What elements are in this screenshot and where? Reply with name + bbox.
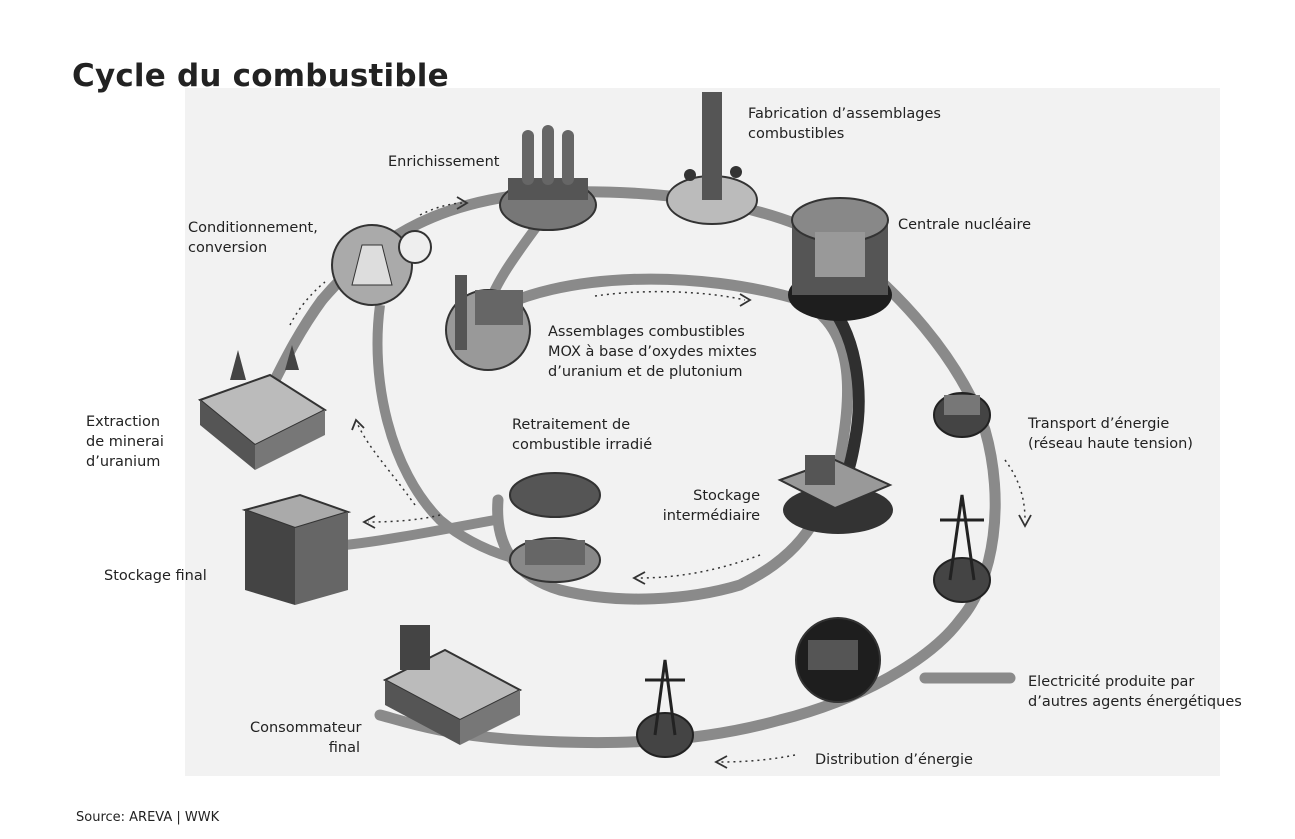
pylon-station-icon bbox=[933, 494, 991, 603]
transport-station-icon bbox=[933, 392, 991, 438]
arrowhead-mox bbox=[739, 293, 752, 307]
flow-arrow-reprocessing-mining bbox=[357, 424, 416, 506]
arrowhead-enrichment bbox=[456, 196, 469, 210]
conversion-station-icon bbox=[331, 224, 432, 306]
label-enrichment: Enrichissement bbox=[388, 154, 500, 170]
end-consumer-station-icon bbox=[382, 625, 523, 745]
page-title: Cycle du combustible bbox=[72, 58, 449, 94]
flow-arrow-distribution-consumer bbox=[719, 754, 796, 763]
flow-arrows bbox=[289, 202, 1026, 763]
label-reprocessing: Retraitement de combustible irradié bbox=[512, 417, 653, 453]
flow-arrow-transport-distribution bbox=[1004, 459, 1026, 521]
flow-arrow-mining-conversion bbox=[289, 281, 326, 326]
fuel-fabrication-station-icon bbox=[666, 92, 758, 225]
outer-ring-left-arc bbox=[269, 294, 328, 386]
label-mining: Extraction de minerai d’uranium bbox=[86, 414, 164, 470]
flow-arrow-to-final-storage bbox=[367, 514, 441, 523]
label-interim-storage: Stockage intermédiaire bbox=[662, 488, 760, 524]
label-fuel-fabrication: Fabrication d’assemblages combustibles bbox=[748, 106, 941, 142]
arrowhead-mining bbox=[351, 418, 365, 431]
arrowheads bbox=[351, 196, 1032, 769]
connector-to-final-storage bbox=[344, 515, 496, 550]
label-other-electricity: Electricité produite par d’autres agents… bbox=[1028, 674, 1242, 710]
arrowhead-transport bbox=[1018, 514, 1032, 528]
enrichment-station-icon bbox=[499, 125, 597, 231]
label-end-consumer: Consommateur final bbox=[250, 720, 362, 756]
arrowhead-reprocessing bbox=[632, 571, 646, 585]
mining-station-icon bbox=[197, 345, 328, 470]
arrowhead-final-storage bbox=[362, 515, 376, 529]
reprocessing-station-icon bbox=[509, 472, 601, 583]
control-room-station-icon bbox=[795, 617, 881, 703]
nuclear-plant-station-icon bbox=[788, 197, 892, 321]
mox-station-icon bbox=[445, 275, 531, 371]
flow-arrow-mox bbox=[594, 290, 746, 301]
connector-conversion-inner bbox=[372, 304, 522, 565]
source-caption: Source: AREVA | WWK bbox=[76, 810, 220, 825]
label-nuclear-plant: Centrale nucléaire bbox=[898, 217, 1032, 233]
label-distribution: Distribution d’énergie bbox=[815, 752, 973, 768]
label-transport: Transport d’énergie (réseau haute tensio… bbox=[1028, 416, 1193, 452]
arrowhead-consumer bbox=[714, 755, 728, 769]
label-conversion: Conditionnement, conversion bbox=[188, 220, 318, 256]
label-final-storage: Stockage final bbox=[104, 568, 207, 584]
final-storage-station-icon bbox=[241, 493, 352, 605]
distribution-pylon-icon bbox=[636, 659, 694, 758]
label-mox: Assemblages combustibles MOX à base d’ox… bbox=[548, 324, 757, 380]
flow-arrow-interim-reprocessing bbox=[637, 554, 761, 579]
interim-storage-station-icon bbox=[777, 455, 893, 534]
